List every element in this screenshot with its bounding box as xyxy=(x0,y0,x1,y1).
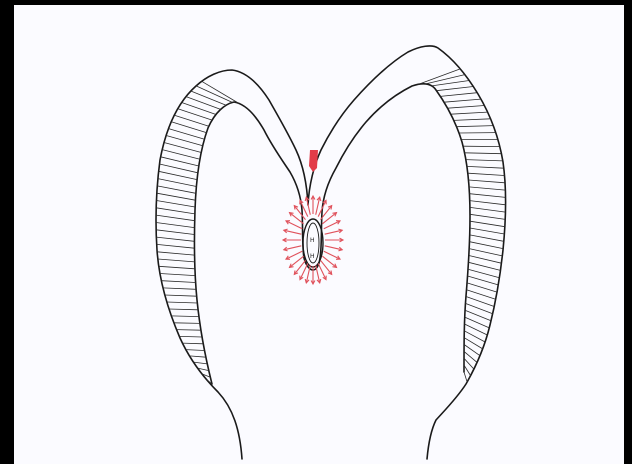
hatch-line xyxy=(469,180,506,183)
hatch-line xyxy=(179,336,202,337)
tooth-crypt-diagram: H H xyxy=(14,5,624,464)
hatch-line xyxy=(469,249,502,256)
red-arrow xyxy=(286,221,302,229)
hatch-line xyxy=(470,228,505,234)
red-arrow xyxy=(324,251,340,259)
hatch-line xyxy=(470,242,504,249)
hatch-line xyxy=(469,256,502,264)
hatch-line xyxy=(156,208,195,214)
hatch-line xyxy=(440,93,477,97)
hatch-line xyxy=(156,230,194,235)
hatch-line xyxy=(157,252,194,255)
red-arrow xyxy=(286,251,302,259)
hatch-line xyxy=(437,87,474,91)
hatch-line xyxy=(159,171,198,179)
hatch-line xyxy=(470,214,505,219)
hatch-line xyxy=(193,362,207,364)
pit-mark-lower: H xyxy=(310,253,315,260)
hatch-line xyxy=(469,262,501,270)
hatch-line xyxy=(156,215,195,221)
hatch-line xyxy=(202,81,239,103)
hatch-line xyxy=(160,164,198,173)
pit-mark-upper: H xyxy=(310,237,315,244)
hatch-line xyxy=(171,316,199,317)
hatch-line xyxy=(169,309,198,310)
hatch-line xyxy=(454,119,491,121)
hatch-line xyxy=(466,160,503,161)
hatch-line xyxy=(158,259,195,262)
hatch-line xyxy=(469,187,505,190)
hatch-line xyxy=(451,112,488,114)
hatch-line xyxy=(177,330,202,331)
hatch-line xyxy=(470,194,506,198)
hatch-line xyxy=(457,126,494,127)
hatch-line xyxy=(182,103,216,115)
red-fissure-mark xyxy=(309,150,318,172)
red-arrow xyxy=(324,221,340,229)
hatch-line xyxy=(464,372,467,382)
hatch-line xyxy=(160,274,195,276)
hatch-line xyxy=(470,201,506,205)
hatch-line xyxy=(470,221,505,227)
hatch-line xyxy=(167,302,198,303)
hatch-line xyxy=(156,237,194,241)
hatch-line xyxy=(468,276,499,285)
hatch-line xyxy=(465,153,502,154)
hatch-line xyxy=(174,323,200,324)
hatch-line xyxy=(186,350,205,351)
hatch-line xyxy=(165,295,197,296)
hatch-line xyxy=(468,269,499,278)
hatch-line xyxy=(157,186,196,193)
enamel-hatching xyxy=(156,69,506,384)
hatch-line xyxy=(163,288,196,289)
hatch-line xyxy=(467,283,497,292)
hatch-line xyxy=(468,173,505,175)
hatch-line xyxy=(158,179,197,187)
hatch-line xyxy=(178,109,212,120)
hatch-line xyxy=(157,193,196,200)
hatch-line xyxy=(418,69,460,85)
hatch-line xyxy=(467,166,504,168)
hatch-line xyxy=(156,223,195,228)
hatch-line xyxy=(444,99,481,102)
hatch-line xyxy=(162,150,200,160)
hatch-line xyxy=(156,201,195,208)
hatch-line xyxy=(448,106,485,109)
hatch-line xyxy=(161,157,199,166)
hatch-line xyxy=(159,266,195,269)
hatch-line xyxy=(191,91,226,105)
hatch-line xyxy=(182,343,203,344)
hatch-line xyxy=(161,281,195,283)
hatch-line xyxy=(157,244,195,248)
hatch-line xyxy=(470,235,504,241)
figure-canvas: H H xyxy=(14,5,624,464)
hatch-line xyxy=(470,207,506,212)
hatch-line xyxy=(186,97,221,110)
hatch-line xyxy=(190,356,206,357)
